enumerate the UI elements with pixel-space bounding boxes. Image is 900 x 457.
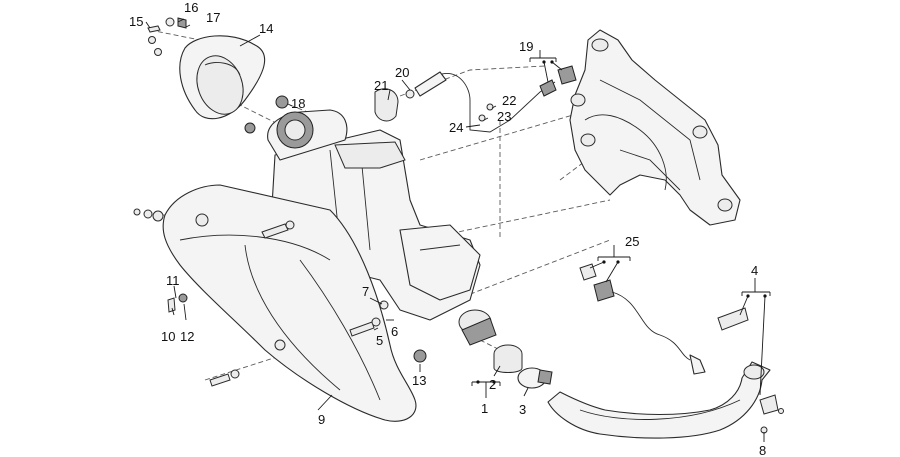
- end-cap-cover: [179, 35, 266, 120]
- callout-8: 8: [759, 443, 766, 457]
- upper-sensor-harness: [374, 65, 577, 133]
- rubber-grommet-icon: [374, 88, 399, 122]
- gasket-and-clamp: [493, 344, 553, 389]
- callout-2: 2: [489, 377, 496, 392]
- callout-1: 1: [481, 401, 488, 416]
- callout-4: 4: [751, 263, 758, 278]
- callout-25: 25: [625, 234, 639, 249]
- exhaust-pipe: [547, 307, 784, 439]
- callout-3: 3: [519, 402, 526, 417]
- callout-11: 11: [166, 273, 180, 288]
- side-hardware: [133, 208, 427, 387]
- callout-leaders: [145, 18, 771, 442]
- callout-16: 16: [184, 0, 198, 15]
- callout-6: 6: [391, 324, 398, 339]
- muffler-heat-shield: [162, 184, 417, 422]
- callout-18: 18: [291, 96, 305, 111]
- callout-24: 24: [449, 120, 463, 135]
- callout-19: 19: [519, 39, 533, 54]
- oxygen-sensor-harness: [579, 263, 706, 375]
- callout-15: 15: [129, 14, 143, 29]
- mounting-bracket: [569, 29, 741, 226]
- callout-14: 14: [259, 21, 273, 36]
- callout-21: 21: [374, 78, 388, 93]
- fastener-set-top-left: [147, 17, 289, 134]
- callout-7: 7: [362, 284, 369, 299]
- callout-13: 13: [412, 373, 426, 388]
- callout-9: 9: [318, 412, 325, 427]
- callout-10: 10: [161, 329, 175, 344]
- callout-17: 17: [206, 10, 220, 25]
- callout-12: 12: [180, 329, 194, 344]
- callout-22: 22: [502, 93, 516, 108]
- bracket-hole-icon: [591, 38, 609, 52]
- callout-20: 20: [395, 65, 409, 80]
- callout-labels: 1 2 3 4 5 6 7 8 9 10 11 12 13 14 15 16 1…: [129, 0, 766, 457]
- callout-5: 5: [376, 333, 383, 348]
- callout-23: 23: [497, 109, 511, 124]
- muffler-assembly: [267, 109, 497, 346]
